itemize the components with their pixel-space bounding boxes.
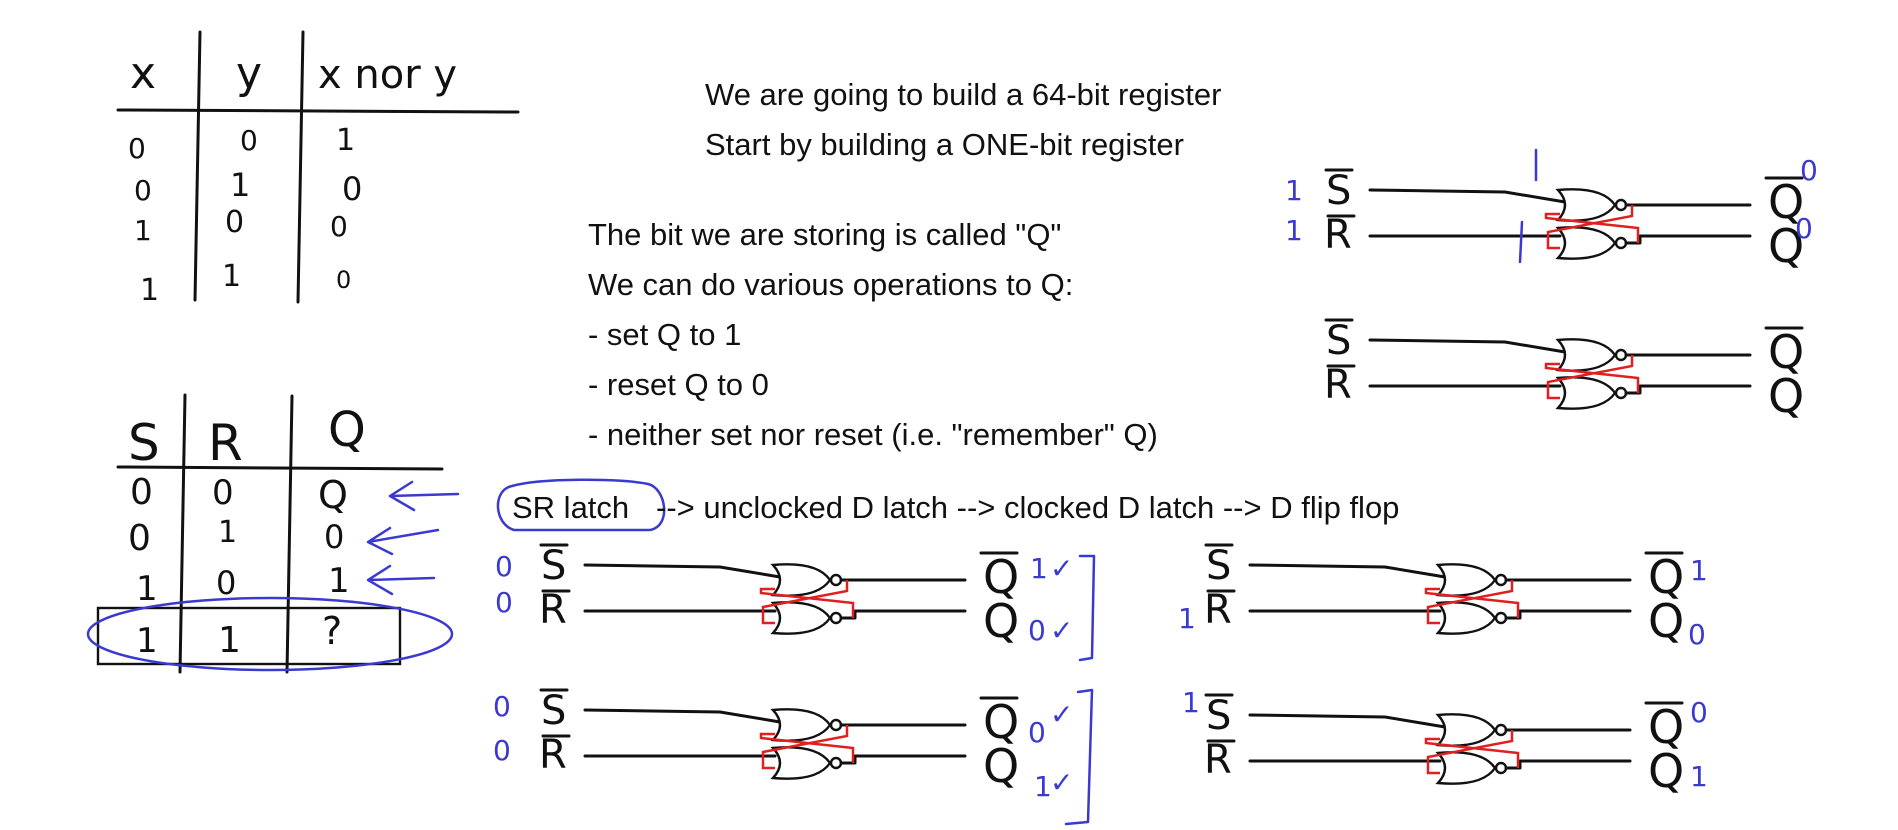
highlighted-row-box [96, 606, 402, 666]
latch-circuit-bottom-right: 1 0 1 [1182, 686, 1708, 800]
sr-row2-s: 0 [128, 518, 151, 559]
xnor-header-result: x nor y [318, 52, 457, 98]
latch-circuit-mid-left: 0 0 1 0 ✓ ✓ [495, 541, 1096, 662]
top1-s-input: 1 [1285, 174, 1303, 207]
sr-row3-r: 0 [216, 564, 236, 602]
storage-line-2: We can do various operations to Q: [588, 267, 1073, 302]
botleft-check-bottom: ✓ [1050, 766, 1073, 799]
sr-header-s: S [128, 414, 160, 472]
row-pointer-arrows [366, 480, 460, 596]
botleft-bracket [1064, 688, 1094, 826]
top1-qbar-output: 0 [1800, 154, 1818, 187]
midleft-qbar-output: 1 [1030, 552, 1048, 585]
xnor-truth-table: x y x nor y 0 0 1 0 1 0 1 0 0 1 1 0 [116, 30, 520, 308]
latch-circuit-bottom-left: 0 0 0 1 ✓ ✓ [493, 686, 1094, 826]
botleft-qbar-output: 0 [1028, 716, 1046, 749]
xnor-header-x: x [130, 48, 156, 99]
midleft-s-input: 0 [495, 550, 513, 583]
storage-line-1: The bit we are storing is called "Q" [588, 217, 1061, 252]
midleft-check-top: ✓ [1050, 552, 1073, 585]
latch-circuit-mid-right: 1 1 0 [1178, 541, 1708, 651]
botleft-q-output: 1 [1034, 770, 1052, 803]
sr-row1-r: 0 [212, 473, 234, 513]
latch-circuit-top-2 [1322, 316, 1806, 425]
xnor-row2-y: 1 [230, 166, 250, 204]
xnor-header-y: y [236, 48, 262, 99]
storage-line-5: - neither set nor reset (i.e. "remember"… [588, 417, 1158, 452]
botleft-r-input: 0 [493, 734, 511, 767]
xnor-row2-result: 0 [342, 170, 362, 208]
intro-line-1: We are going to build a 64-bit register [705, 77, 1221, 112]
sr-row4-s: 1 [136, 621, 158, 661]
xnor-row3-x: 1 [134, 214, 152, 247]
botleft-s-input: 0 [493, 690, 511, 723]
xnor-row1-result: 1 [336, 123, 355, 158]
storage-line-3: - set Q to 1 [588, 317, 741, 352]
progression-rest: --> unclocked D latch --> clocked D latc… [656, 490, 1399, 525]
midleft-check-bottom: ✓ [1050, 614, 1073, 647]
storage-notes: The bit we are storing is called "Q" We … [588, 217, 1158, 452]
intro-text: We are going to build a 64-bit register … [705, 77, 1221, 162]
botright-qbar-output: 0 [1690, 696, 1708, 729]
sr-header-r: R [208, 414, 243, 472]
midleft-q-output: 0 [1028, 614, 1046, 647]
botright-s-input: 1 [1182, 686, 1200, 719]
storage-line-4: - reset Q to 0 [588, 367, 769, 402]
botright-q-output: 1 [1690, 760, 1708, 793]
sr-truth-table: S R Q 0 0 Q 0 1 0 1 0 1 1 1 ? [86, 393, 460, 674]
midright-qbar-output: 1 [1690, 554, 1708, 587]
forbidden-state-ellipse [86, 596, 454, 672]
midright-q-output: 0 [1688, 618, 1706, 651]
sr-header-q: Q [328, 402, 366, 458]
top1-q-output: 0 [1795, 212, 1813, 245]
xnor-row1-x: 0 [128, 132, 146, 165]
midleft-r-input: 0 [495, 586, 513, 619]
sr-row1-s: 0 [130, 472, 153, 513]
sr-row4-q: ? [322, 609, 342, 653]
xnor-row4-result: 0 [336, 266, 351, 294]
xnor-row4-y: 1 [222, 259, 241, 294]
midright-r-input: 1 [1178, 602, 1196, 635]
sr-row2-q: 0 [324, 518, 344, 556]
midleft-bracket [1078, 554, 1096, 662]
botleft-check-top: ✓ [1050, 698, 1073, 731]
sr-row4-r: 1 [218, 620, 241, 661]
xnor-row3-result: 0 [330, 210, 348, 243]
sr-latch-circle [496, 478, 666, 532]
xnor-row3-y: 0 [225, 205, 244, 240]
sr-row3-s: 1 [136, 569, 158, 609]
xnor-row2-x: 0 [134, 174, 152, 207]
xnor-row1-y: 0 [240, 124, 258, 157]
xnor-row4-x: 1 [140, 273, 159, 308]
top1-probe-marks [1518, 148, 1538, 264]
top1-r-input: 1 [1285, 214, 1303, 247]
sr-row3-q: 1 [328, 561, 350, 601]
latch-progression: SR latch --> unclocked D latch --> clock… [496, 478, 1399, 532]
intro-line-2: Start by building a ONE-bit register [705, 127, 1184, 162]
sr-row2-r: 1 [218, 515, 237, 550]
progression-first: SR latch [512, 490, 629, 525]
latch-circuit-top-1: 1 1 0 0 [1285, 148, 1818, 275]
sr-row1-q: Q [318, 473, 348, 517]
